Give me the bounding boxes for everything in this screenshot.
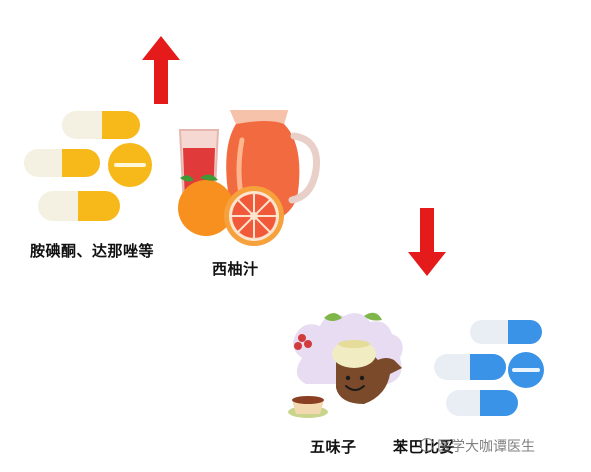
blue-pills-illustration xyxy=(430,318,555,420)
watermark: 医学大咖谭医生 xyxy=(420,436,535,456)
up-arrow-icon xyxy=(142,36,180,104)
schisandra-label: 五味子 xyxy=(310,438,357,456)
schisandra-tea-illustration xyxy=(282,308,412,428)
grapefruit-juice-illustration xyxy=(170,100,330,248)
yellow-pills-illustration xyxy=(20,105,165,230)
capsule-top xyxy=(62,111,140,139)
watermark-text: 医学大咖谭医生 xyxy=(437,439,535,455)
watermark-logo-icon xyxy=(420,438,434,452)
grapefruit-label: 西柚汁 xyxy=(212,260,259,278)
drug-a-label: 胺碘酮、达那唑等 xyxy=(30,242,155,260)
down-arrow-icon xyxy=(408,208,446,276)
